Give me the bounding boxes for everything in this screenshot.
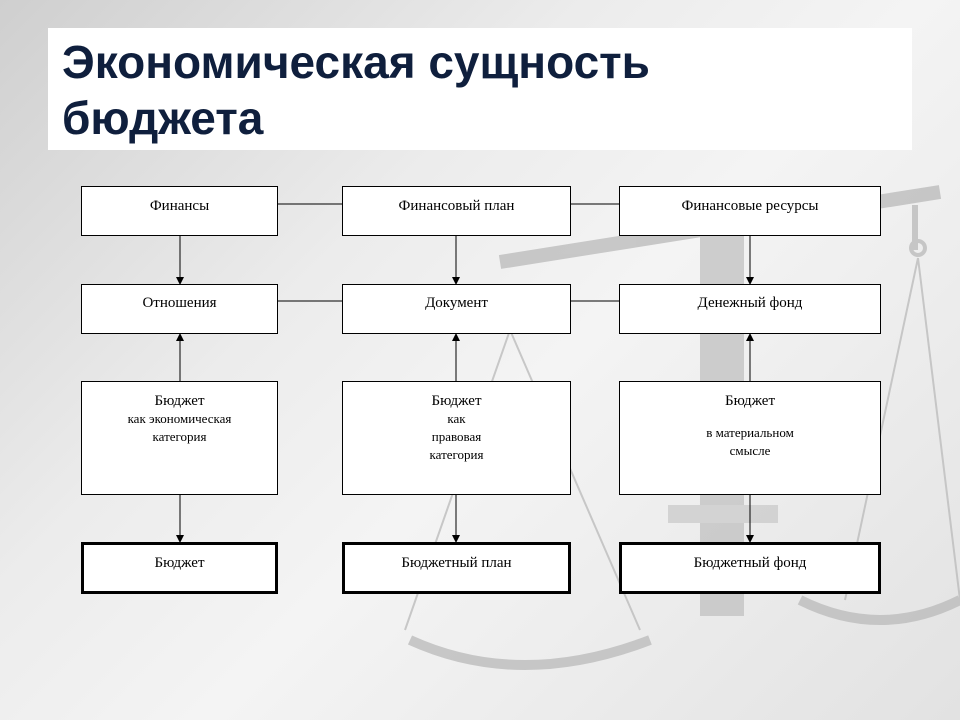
title-line-2: бюджета [62, 92, 264, 144]
slide-title: Экономическая сущность бюджета [62, 34, 902, 146]
box-budget-plan: Бюджетный план [342, 542, 571, 594]
box-financial-plan: Финансовый план [342, 186, 571, 236]
box-money-fund: Денежный фонд [619, 284, 881, 334]
box-budget-economic: Бюджет как экономическая категория [81, 381, 278, 495]
box-budget-legal: Бюджет как правовая категория [342, 381, 571, 495]
title-line-1: Экономическая сущность [62, 36, 650, 88]
box-finance: Финансы [81, 186, 278, 236]
box-document: Документ [342, 284, 571, 334]
title-band [48, 28, 912, 150]
box-budget-material: Бюджет в материальном смысле [619, 381, 881, 495]
box-budget-fund: Бюджетный фонд [619, 542, 881, 594]
box-financial-resources: Финансовые ресурсы [619, 186, 881, 236]
box-relations: Отношения [81, 284, 278, 334]
box-budget: Бюджет [81, 542, 278, 594]
